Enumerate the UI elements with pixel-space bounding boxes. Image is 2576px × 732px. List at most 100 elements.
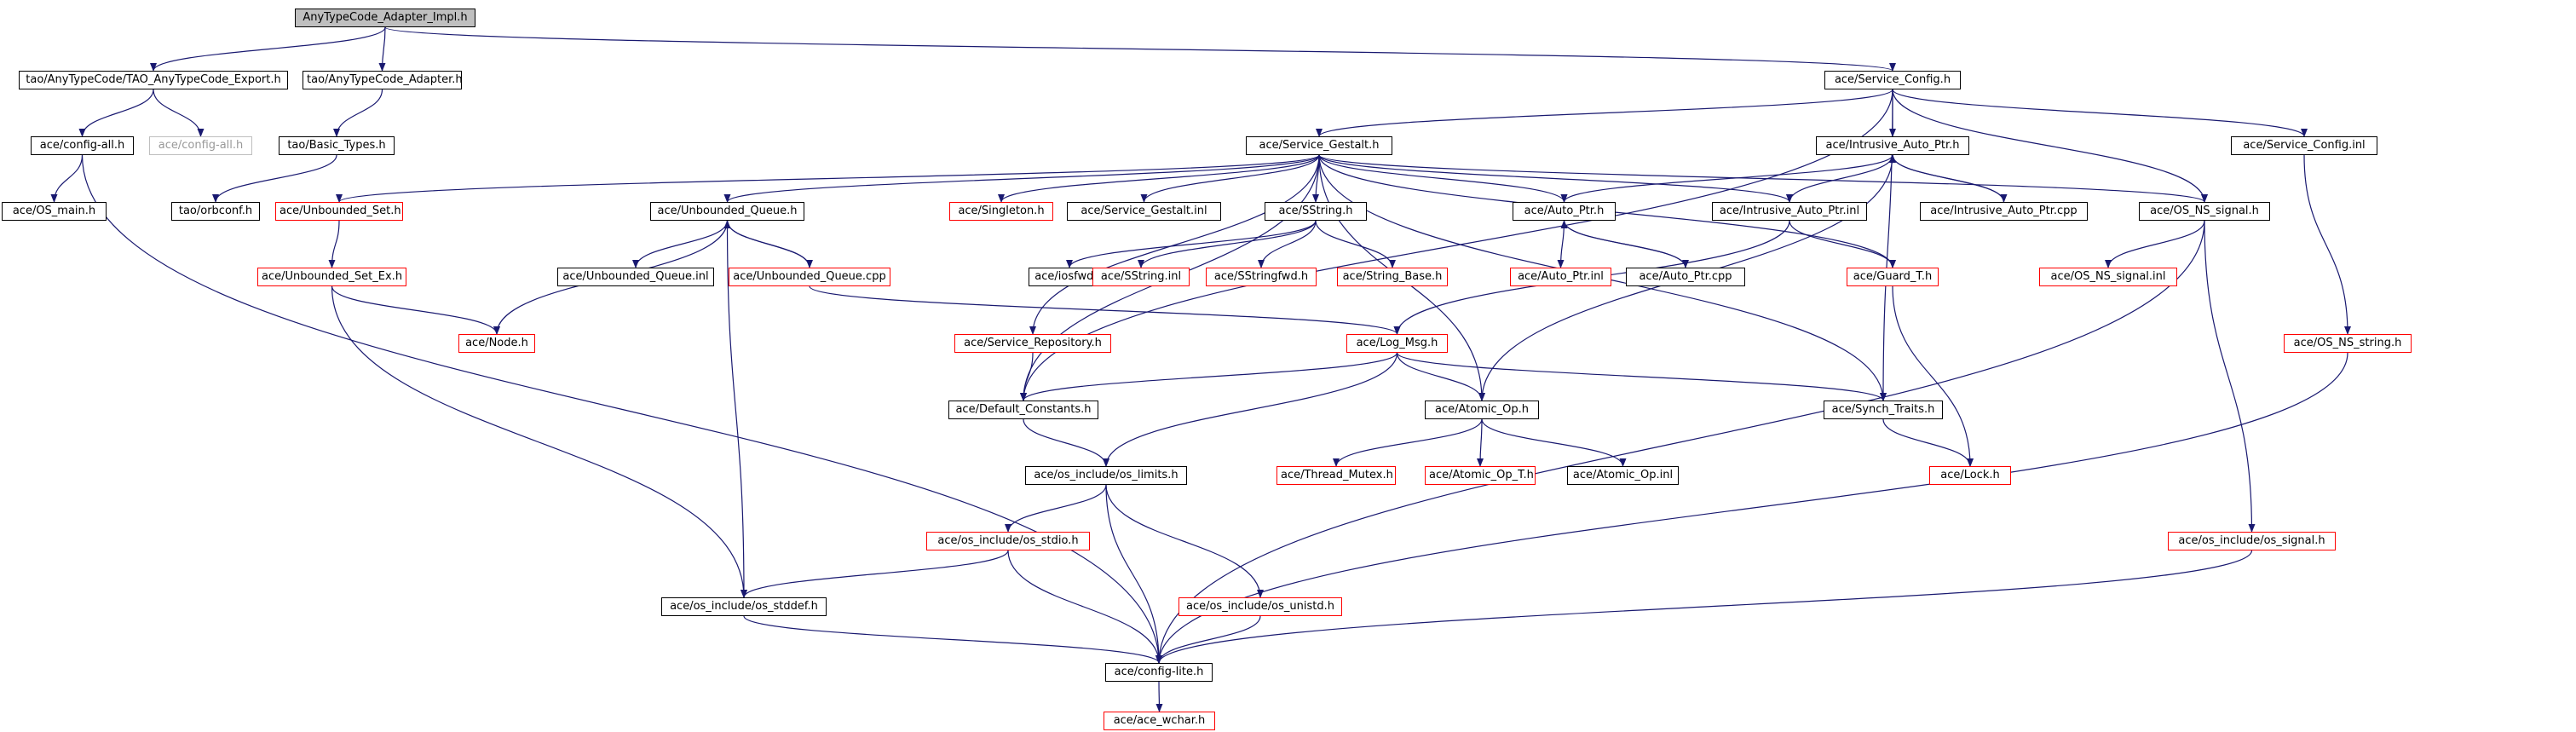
node-osunistd[interactable]: ace/os_include/os_unistd.h (1179, 597, 1342, 616)
node-export[interactable]: tao/AnyTypeCode/TAO_AnyTypeCode_Export.h (19, 71, 288, 89)
node-intrusiveinl[interactable]: ace/Intrusive_Auto_Ptr.inl (1712, 202, 1867, 221)
node-unbqueueinl[interactable]: ace/Unbounded_Queue.inl (557, 268, 714, 286)
edge-guardt-to-lock (1892, 285, 1974, 467)
node-osstdio[interactable]: ace/os_include/os_stdio.h (926, 532, 1090, 550)
edge-configall-to-configlite (81, 154, 1162, 664)
node-unbset[interactable]: ace/Unbounded_Set.h (275, 202, 403, 221)
edge-configall-to-osmain (50, 154, 84, 203)
edge-adapter-to-basictypes (333, 89, 383, 137)
edge-osstdio-to-osstddef (741, 550, 1009, 598)
node-atomicop[interactable]: ace/Atomic_Op.h (1425, 401, 1539, 419)
edge-root-to-adapter (378, 26, 386, 72)
node-acewchar[interactable]: ace/ace_wchar.h (1104, 712, 1215, 730)
node-intrusive[interactable]: ace/Intrusive_Auto_Ptr.h (1816, 136, 1969, 155)
node-osmain[interactable]: ace/OS_main.h (2, 202, 107, 221)
node-oslimits[interactable]: ace/os_include/os_limits.h (1025, 466, 1187, 485)
edge-unbqueuecpp-to-logmsg (809, 285, 1401, 335)
edge-intrusive-to-autoptr (1560, 154, 1893, 203)
edge-defconst-to-oslimits (1023, 418, 1109, 467)
edge-unbset-to-unbsetex (328, 220, 340, 268)
node-nsstring[interactable]: ace/OS_NS_string.h (2284, 334, 2412, 353)
node-atomicopt[interactable]: ace/Atomic_Op_T.h (1425, 466, 1536, 485)
node-svcgestaltinl[interactable]: ace/Service_Gestalt.inl (1067, 202, 1221, 221)
node-svccfginl[interactable]: ace/Service_Config.inl (2231, 136, 2377, 155)
edge-intrusive-to-intrusiveinl (1786, 154, 1893, 203)
edge-logmsg-to-atomicop (1396, 352, 1485, 401)
node-basictypes[interactable]: tao/Basic_Types.h (279, 136, 395, 155)
edge-root-to-export (150, 26, 386, 72)
edge-basictypes-to-orbconf (212, 154, 337, 203)
node-nssignal[interactable]: ace/OS_NS_signal.h (2139, 202, 2270, 221)
node-defconst[interactable]: ace/Default_Constants.h (948, 401, 1098, 419)
node-stringbase[interactable]: ace/String_Base.h (1337, 268, 1448, 286)
edge-svccfginl-to-nsstring (2303, 154, 2351, 335)
node-ossignal[interactable]: ace/os_include/os_signal.h (2168, 532, 2336, 550)
node-unbqueuecpp[interactable]: ace/Unbounded_Queue.cpp (729, 268, 890, 286)
node-orbconf[interactable]: tao/orbconf.h (171, 202, 260, 221)
node-configall2[interactable]: ace/config-all.h (149, 136, 252, 155)
edge-sstring-to-iosfwd (1066, 220, 1317, 268)
edge-unbqueue-to-osstddef (726, 220, 747, 598)
edge-ossignal-to-configlite (1155, 550, 2253, 664)
node-autoptrinl[interactable]: ace/Auto_Ptr.inl (1510, 268, 1611, 286)
edge-svccfg-to-nssignal (1892, 89, 2208, 203)
edge-svccfg-to-svcgestalt (1316, 89, 1893, 137)
node-unbsetex[interactable]: ace/Unbounded_Set_Ex.h (257, 268, 406, 286)
edge-export-to-configall2 (153, 89, 205, 137)
edge-unbqueue-to-unbqueueinl (632, 220, 729, 268)
edge-unbsetex-to-osstddef (331, 285, 747, 598)
node-unbqueue[interactable]: ace/Unbounded_Queue.h (650, 202, 804, 221)
edge-nssignal-to-configlite (1155, 220, 2205, 664)
edge-root-to-svccfg (384, 26, 1896, 72)
node-autoptr[interactable]: ace/Auto_Ptr.h (1513, 202, 1616, 221)
edge-svcgestalt-to-svcgestaltinl (1140, 154, 1320, 203)
node-intrusivecpp[interactable]: ace/Intrusive_Auto_Ptr.cpp (1920, 202, 2088, 221)
edge-logmsg-to-defconst (1020, 352, 1398, 401)
node-singleton[interactable]: ace/Singleton.h (949, 202, 1053, 221)
node-autoptrcpp[interactable]: ace/Auto_Ptr.cpp (1626, 268, 1745, 286)
edge-nssignal-to-nssignalinl (2105, 220, 2205, 268)
node-lock[interactable]: ace/Lock.h (1929, 466, 2011, 485)
edge-svcgestalt-to-nssignal (1318, 154, 2208, 203)
node-osstddef[interactable]: ace/os_include/os_stddef.h (661, 597, 827, 616)
edge-svcgestalt-to-singleton (998, 154, 1320, 203)
edge-autoptr-to-autoptrinl (1557, 220, 1565, 268)
edge-atomicop-to-atomicopt (1477, 418, 1484, 467)
edge-synchtraits-to-lock (1882, 418, 1974, 467)
node-root[interactable]: AnyTypeCode_Adapter_Impl.h (295, 9, 475, 27)
edge-svcgestalt-to-autoptr (1318, 154, 1568, 203)
edge-autoptrcpp-to-autoptr (1560, 220, 1686, 268)
edge-osunistd-to-configlite (1155, 615, 1261, 664)
node-svcgestalt[interactable]: ace/Service_Gestalt.h (1246, 136, 1392, 155)
edge-nsstring-to-configlite (1155, 352, 2348, 664)
node-sstringfwd[interactable]: ace/SStringfwd.h (1206, 268, 1317, 286)
node-synchtraits[interactable]: ace/Synch_Traits.h (1824, 401, 1943, 419)
node-svccfg[interactable]: ace/Service_Config.h (1824, 71, 1961, 89)
node-sstring[interactable]: ace/SString.h (1265, 202, 1367, 221)
edge-logmsg-to-oslimits (1103, 352, 1398, 467)
node-node[interactable]: ace/Node.h (458, 334, 535, 353)
edge-oslimits-to-osunistd (1105, 484, 1264, 598)
node-atomicopinl[interactable]: ace/Atomic_Op.inl (1567, 466, 1679, 485)
edge-intrusivecpp-to-intrusive (1889, 154, 2005, 203)
node-logmsg[interactable]: ace/Log_Msg.h (1346, 334, 1448, 353)
edge-unbqueuecpp-to-unbqueue (723, 220, 810, 268)
edge-logmsg-to-synchtraits (1396, 352, 1887, 401)
node-svcrepo[interactable]: ace/Service_Repository.h (954, 334, 1111, 353)
node-nssignalinl[interactable]: ace/OS_NS_signal.inl (2039, 268, 2177, 286)
edge-sstring-to-sstringinl (1138, 220, 1317, 268)
node-threadmutex[interactable]: ace/Thread_Mutex.h (1276, 466, 1396, 485)
node-sstringinl[interactable]: ace/SString.inl (1092, 268, 1190, 286)
edge-unbsetex-to-node (331, 285, 500, 335)
node-configlite[interactable]: ace/config-lite.h (1105, 663, 1213, 682)
edge-oslimits-to-configlite (1105, 484, 1162, 664)
node-iosfwd[interactable]: ace/iosfwd.h (1029, 268, 1110, 286)
node-configall[interactable]: ace/config-all.h (31, 136, 134, 155)
edge-oslimits-to-osstdio (1005, 484, 1107, 533)
edge-svccfg-to-svccfginl (1892, 89, 2308, 137)
edge-atomicop-to-atomicopinl (1481, 418, 1627, 467)
node-adapter[interactable]: tao/AnyTypeCode_Adapter.h (303, 71, 462, 89)
node-guardt[interactable]: ace/Guard_T.h (1847, 268, 1939, 286)
edge-sstring-to-sstringfwd (1258, 220, 1317, 268)
